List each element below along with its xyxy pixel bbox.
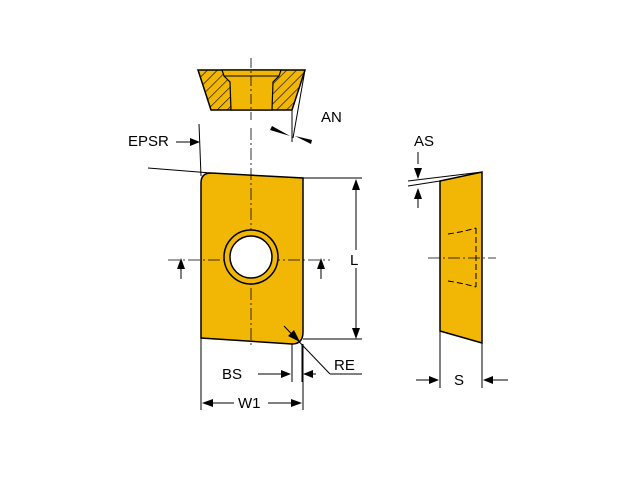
an-arrow-left — [270, 126, 290, 136]
bs-arrow-right — [303, 370, 313, 378]
as-arrow-up — [414, 188, 422, 199]
bs-arrow-left — [281, 370, 291, 378]
top-section-view — [196, 58, 307, 120]
label-as: AS — [414, 133, 434, 150]
re-dimension: RE — [283, 325, 362, 375]
label-bs: BS — [222, 366, 242, 383]
l-arrow-top — [352, 179, 360, 190]
label-re: RE — [334, 357, 355, 374]
s-arrow-left — [429, 376, 439, 384]
an-arrow-right — [295, 136, 312, 144]
side-bore-hidden-upper — [447, 227, 477, 235]
label-w1: W1 — [238, 395, 261, 412]
section-bore — [221, 69, 282, 111]
arrow-up-left — [177, 258, 185, 269]
label-l: L — [350, 252, 358, 269]
bs-dimension: BS — [222, 344, 316, 383]
label-s: S — [454, 372, 464, 389]
w1-arrow-left — [202, 399, 213, 407]
l-dimension: L — [303, 177, 366, 340]
s-arrow-right — [483, 376, 493, 384]
w1-dimension: W1 — [200, 338, 304, 412]
main-front-view — [168, 128, 330, 345]
re-arrow — [288, 330, 300, 342]
epsr-arrow — [190, 138, 200, 146]
l-arrow-bottom — [352, 328, 360, 339]
an-dimension: AN — [270, 69, 342, 144]
w1-arrow-right — [291, 399, 302, 407]
side-bore-hidden-lower — [447, 280, 477, 288]
as-arrow-down — [414, 168, 422, 179]
epsr-dimension: EPSR — [128, 123, 212, 177]
s-dimension: S — [416, 331, 508, 389]
side-view — [428, 171, 496, 344]
label-an: AN — [321, 109, 342, 126]
as-dimension: AS — [407, 133, 483, 208]
arrow-up-right — [317, 258, 325, 269]
label-epsr: EPSR — [128, 133, 169, 150]
center-hole-inner — [229, 235, 273, 279]
